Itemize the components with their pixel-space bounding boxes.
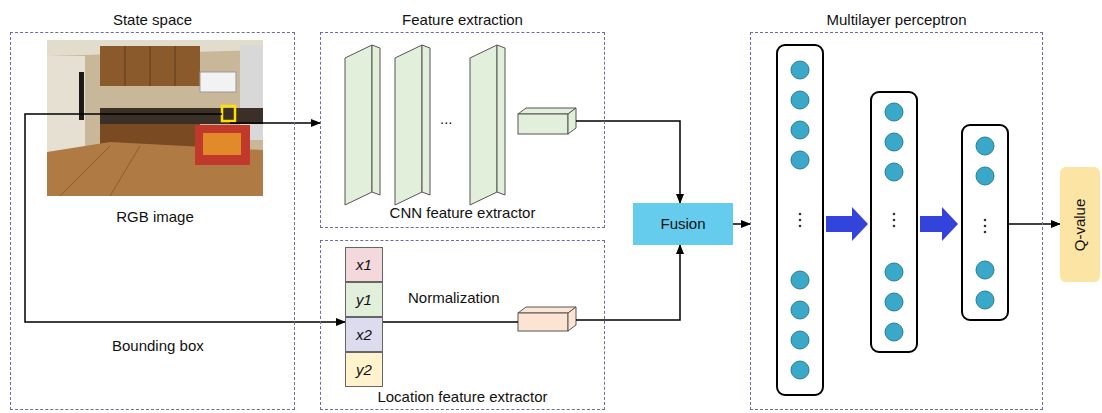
feature-extraction-region: Feature extractionCNN feature extractor [320, 32, 605, 228]
node-text: y1 [356, 291, 372, 309]
node-text: y2 [356, 361, 372, 379]
node-text: x1 [356, 256, 372, 274]
node-text: CNN feature extractor [321, 204, 604, 222]
node-text: RGB image [47, 208, 263, 226]
location-vector [518, 307, 576, 331]
location-extractor-region: Location feature extractor x1 y1 x2 y2 [320, 240, 605, 410]
coordinate-box: x2 [345, 317, 383, 352]
node-text: Feature extraction [321, 11, 604, 29]
mlp-layers [777, 45, 1008, 395]
coordinate-box: x1 [345, 247, 383, 282]
connector-arrow [605, 245, 680, 320]
node-text: Multilayer perceptron [751, 11, 1042, 29]
rgb-photo [47, 40, 263, 196]
node-text: Fusion [660, 215, 705, 233]
connector-arrow [263, 122, 320, 124]
fusion-box: Fusion [633, 203, 733, 245]
node-text: x2 [356, 326, 372, 344]
connector-arrow [1043, 223, 1060, 225]
q-value-box: Q-value [1060, 167, 1100, 282]
coordinate-box: y1 [345, 282, 383, 317]
edge-label: Bounding box [112, 337, 204, 355]
rgb-image: RGB image [47, 40, 263, 196]
connector-arrow [25, 114, 345, 322]
annotation-label: ... [440, 110, 453, 128]
coordinate-box: y2 [345, 352, 383, 387]
connector-arrow [733, 223, 750, 225]
node-text: Location feature extractor [321, 388, 604, 406]
mlp-region: Multilayer perceptron [750, 32, 1043, 410]
cnn-layers [345, 45, 576, 205]
node-text: State space [11, 11, 294, 29]
annotation-label: Normalization [408, 289, 500, 307]
connector-arrow [605, 121, 680, 203]
node-text: Q-value [1071, 198, 1089, 251]
